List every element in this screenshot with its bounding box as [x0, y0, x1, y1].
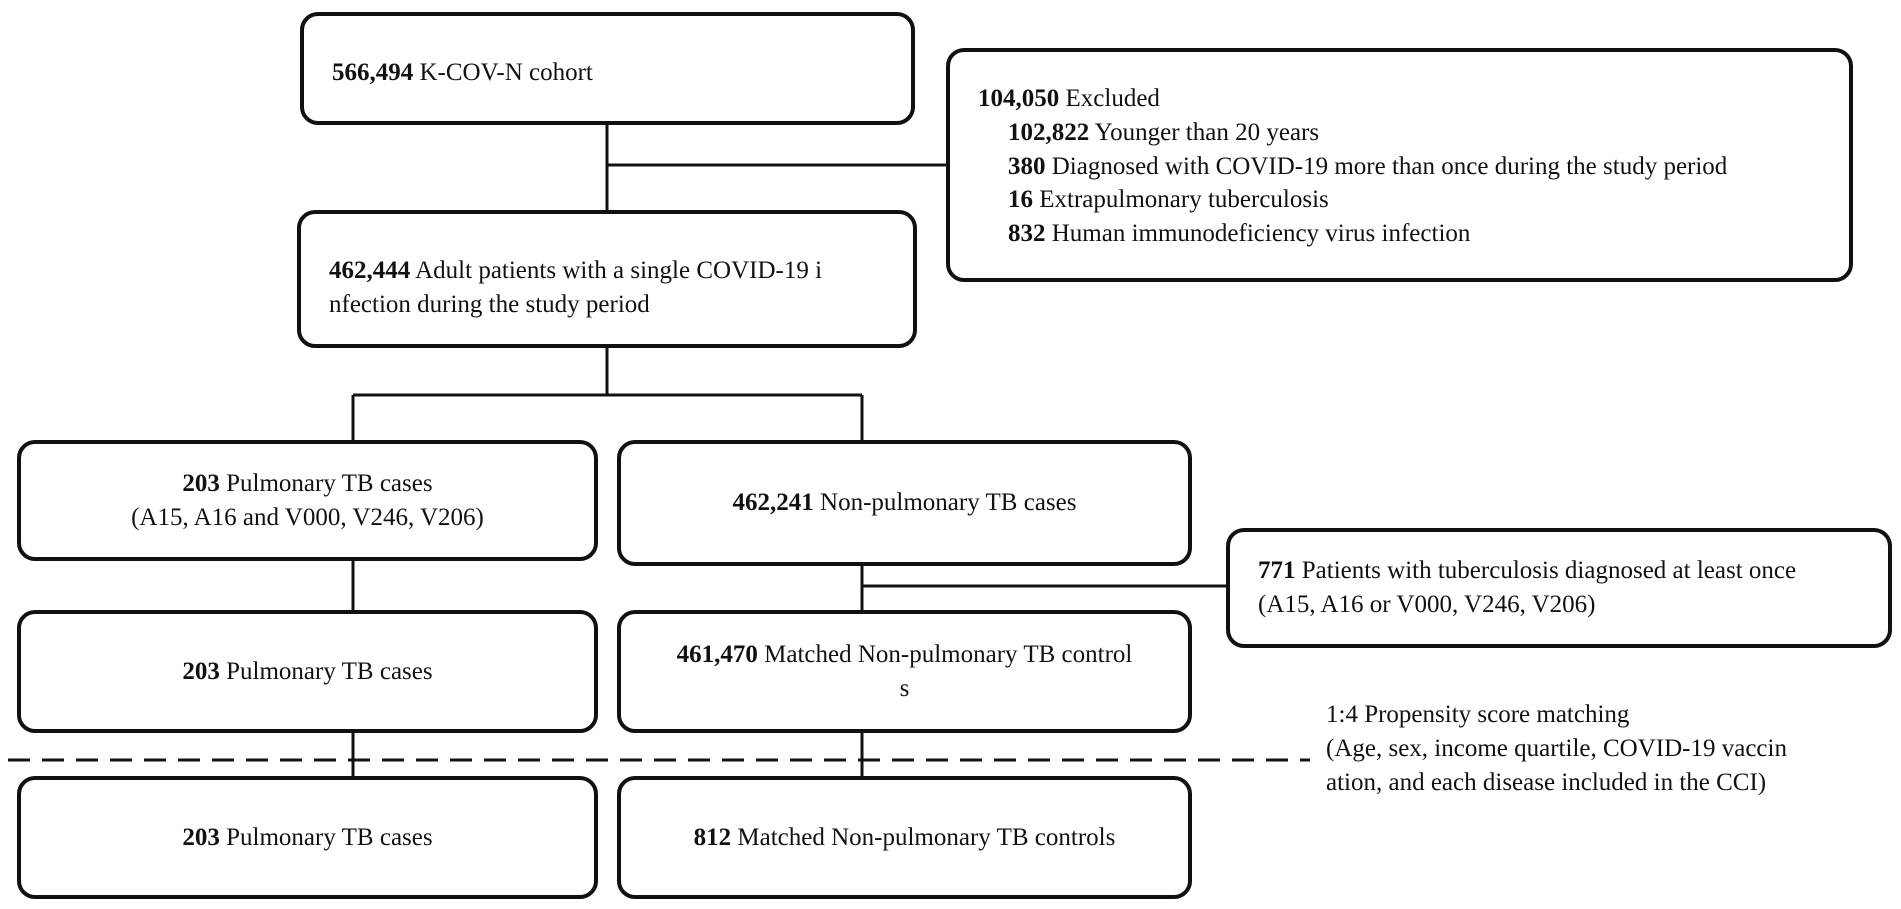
excluded-box: 104,050 Excluded 102,822 Younger than 20…: [946, 48, 1853, 282]
excluded-item: 102,822 Younger than 20 years: [1008, 118, 1320, 146]
non-tb-count: 462,241: [732, 489, 814, 517]
cohort-count: 566,494: [332, 59, 414, 86]
non-tb-label: Matched Non-pulmonary TB controls: [737, 823, 1116, 851]
adults-box: 462,444 Adult patients with a single COV…: [297, 210, 917, 348]
tb-excluded-count: 771: [1258, 557, 1296, 584]
tb-excluded-box: 771 Patients with tuberculosis diagnosed…: [1226, 528, 1892, 648]
adults-label-line1: Adult patients with a single COVID-19 i: [415, 257, 823, 284]
matching-note-line2: (Age, sex, income quartile, COVID-19 vac…: [1326, 734, 1787, 762]
non-tb-count: 812: [693, 823, 732, 851]
excluded-label: Excluded: [1065, 85, 1160, 112]
excluded-count: 104,050: [978, 85, 1060, 112]
tb-cases-count: 203: [182, 823, 220, 851]
cohort-box: 566,494 K-COV-N cohort: [300, 12, 915, 125]
excluded-item: 832 Human immunodeficiency virus infecti…: [1008, 220, 1471, 247]
tb-cases-count: 203: [182, 657, 220, 685]
adults-label-line2: nfection during the study period: [329, 290, 650, 318]
tb-excluded-codes: (A15, A16 or V000, V246, V206): [1258, 590, 1596, 618]
non-tb-box-2: 461,470 Matched Non-pulmonary TB control…: [617, 610, 1192, 733]
non-tb-label-line1: Matched Non-pulmonary TB control: [764, 640, 1133, 668]
matching-note-line1: 1:4 Propensity score matching: [1326, 701, 1630, 728]
matching-note: 1:4 Propensity score matching (Age, sex,…: [1326, 698, 1787, 799]
tb-cases-label: Pulmonary TB cases: [226, 657, 433, 685]
matching-note-line3: ation, and each disease included in the …: [1326, 768, 1767, 796]
non-tb-label-line2: s: [899, 674, 910, 702]
cohort-label: K-COV-N cohort: [419, 59, 593, 86]
excluded-item: 16 Extrapulmonary tuberculosis: [1008, 186, 1329, 214]
non-tb-label: Non-pulmonary TB cases: [820, 489, 1077, 517]
excluded-item: 380 Diagnosed with COVID-19 more than on…: [1008, 152, 1728, 180]
tb-cases-box-3: 203 Pulmonary TB cases: [17, 776, 598, 899]
non-tb-box-1: 462,241 Non-pulmonary TB cases: [617, 440, 1192, 566]
adults-count: 462,444: [329, 257, 411, 284]
tb-cases-label: Pulmonary TB cases: [226, 823, 433, 851]
non-tb-box-3: 812 Matched Non-pulmonary TB controls: [617, 776, 1192, 899]
tb-cases-box-1: 203 Pulmonary TB cases (A15, A16 and V00…: [17, 440, 598, 561]
tb-cases-count: 203: [182, 469, 220, 497]
tb-cases-label: Pulmonary TB cases: [226, 469, 433, 497]
tb-cases-codes: (A15, A16 and V000, V246, V206): [131, 503, 484, 531]
tb-cases-box-2: 203 Pulmonary TB cases: [17, 610, 598, 733]
tb-excluded-label: Patients with tuberculosis diagnosed at …: [1301, 557, 1797, 584]
non-tb-count: 461,470: [676, 640, 758, 668]
